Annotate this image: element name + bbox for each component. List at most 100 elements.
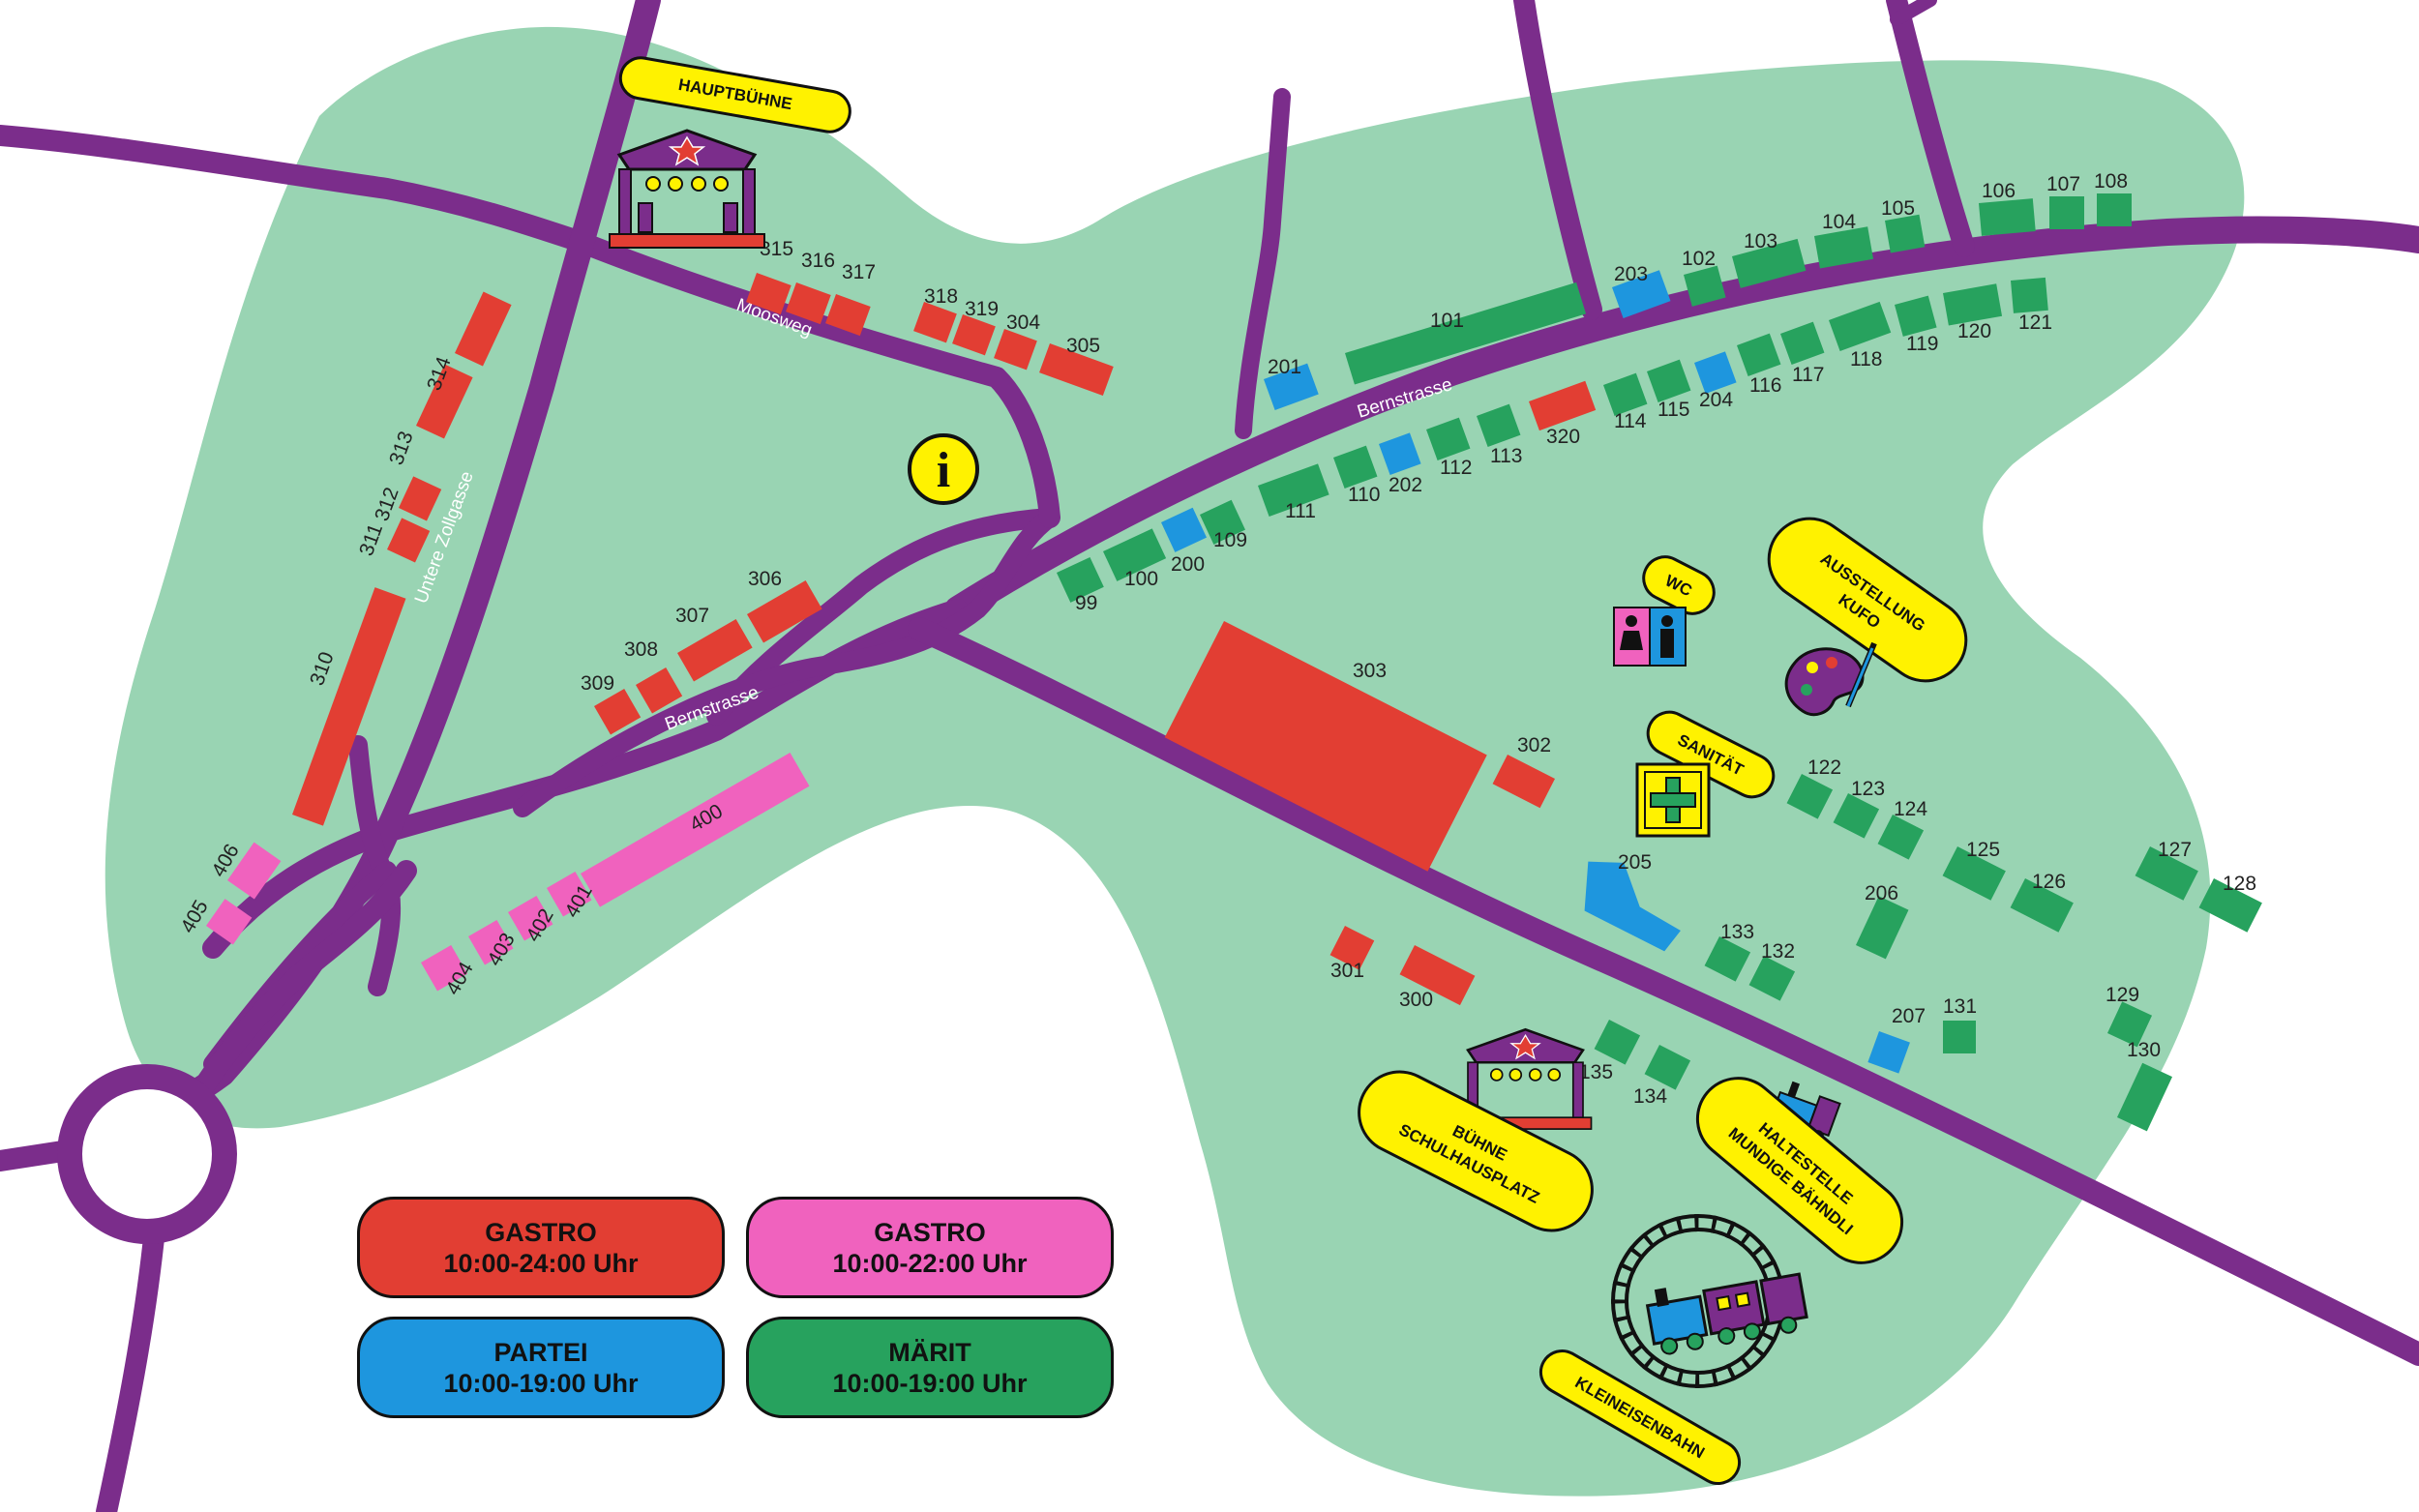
stand-202[interactable] <box>1379 432 1421 475</box>
stand-204[interactable] <box>1694 351 1737 394</box>
stage-schulhausplatz-icon <box>1458 1027 1593 1130</box>
stand-116[interactable] <box>1737 333 1781 376</box>
stand-131[interactable] <box>1943 1021 1976 1053</box>
stand-313[interactable] <box>416 364 473 439</box>
stand-112[interactable] <box>1426 417 1471 460</box>
stand-200[interactable] <box>1161 507 1207 552</box>
stand-121[interactable] <box>2011 277 2048 313</box>
stand-123[interactable] <box>1833 793 1880 839</box>
stand-318[interactable] <box>913 302 957 343</box>
stand-125[interactable] <box>1942 846 2006 901</box>
stand-118[interactable] <box>1829 301 1892 351</box>
stand-316[interactable] <box>786 282 831 325</box>
stand-303[interactable] <box>1164 621 1487 872</box>
stand-105[interactable] <box>1885 214 1926 253</box>
stand-label-207: 207 <box>1892 1005 1926 1027</box>
stand-406[interactable] <box>227 842 282 900</box>
legend-gastro-red-title: GASTRO <box>485 1217 597 1247</box>
stand-315[interactable] <box>746 273 791 315</box>
stand-400[interactable] <box>581 753 810 907</box>
stand-113[interactable] <box>1477 403 1521 447</box>
stand-101[interactable] <box>1345 282 1587 385</box>
stand-201[interactable] <box>1264 363 1319 410</box>
stand-133[interactable] <box>1704 936 1751 982</box>
stand-109[interactable] <box>1200 499 1245 545</box>
stand-403[interactable] <box>468 920 514 965</box>
stand-120[interactable] <box>1943 283 2003 326</box>
stand-310[interactable] <box>292 587 406 826</box>
stand-302[interactable] <box>1492 755 1556 809</box>
road-southwest-3 <box>183 860 417 1113</box>
stand-129[interactable] <box>2107 1001 2153 1048</box>
stand-115[interactable] <box>1647 359 1691 402</box>
stand-308[interactable] <box>636 667 683 714</box>
stand-128[interactable] <box>2198 878 2262 933</box>
stand-label-116: 116 <box>1749 374 1781 397</box>
stand-124[interactable] <box>1877 815 1925 860</box>
stand-label-319: 319 <box>965 298 999 320</box>
stand-110[interactable] <box>1333 445 1378 489</box>
legend-gastro-pink-hours: 10:00-22:00 Uhr <box>832 1248 1028 1278</box>
stand-label-303: 303 <box>1353 660 1387 682</box>
stand-130[interactable] <box>2117 1062 2173 1132</box>
road-north-1 <box>1235 88 1291 439</box>
stand-306[interactable] <box>747 580 822 643</box>
stand-207[interactable] <box>1867 1031 1910 1074</box>
stand-119[interactable] <box>1895 295 1937 337</box>
stand-312[interactable] <box>399 476 442 521</box>
stand-311[interactable] <box>387 518 431 563</box>
stand-203[interactable] <box>1612 270 1671 318</box>
stand-401[interactable] <box>547 872 592 917</box>
stand-317[interactable] <box>825 294 871 337</box>
stand-126[interactable] <box>2010 878 2074 933</box>
palette-icon <box>1784 641 1877 717</box>
stand-label-130: 130 <box>2127 1039 2161 1061</box>
stand-304[interactable] <box>994 329 1037 371</box>
stand-309[interactable] <box>594 689 642 735</box>
stand-206[interactable] <box>1856 896 1909 960</box>
stand-205[interactable] <box>1583 861 1683 952</box>
stand-300[interactable] <box>1399 945 1476 1006</box>
stand-99[interactable] <box>1057 556 1104 603</box>
stand-label-135: 135 <box>1579 1061 1613 1083</box>
stand-100[interactable] <box>1103 528 1167 581</box>
stand-117[interactable] <box>1780 321 1825 365</box>
stand-134[interactable] <box>1644 1045 1691 1090</box>
legend-partei-hours: 10:00-19:00 Uhr <box>443 1368 639 1398</box>
stand-132[interactable] <box>1748 956 1796 1001</box>
stand-114[interactable] <box>1603 372 1648 416</box>
stand-label-99: 99 <box>1075 592 1097 614</box>
stand-305[interactable] <box>1039 343 1114 397</box>
stand-label-203: 203 <box>1614 263 1648 285</box>
stand-label-201: 201 <box>1268 356 1301 378</box>
stand-405[interactable] <box>206 899 253 945</box>
stand-127[interactable] <box>2135 846 2198 901</box>
stand-111[interactable] <box>1258 463 1329 517</box>
stand-104[interactable] <box>1814 226 1874 269</box>
stand-102[interactable] <box>1684 265 1726 307</box>
legend-maerit-title: MÄRIT <box>888 1337 971 1367</box>
stand-135[interactable] <box>1594 1020 1641 1065</box>
stand-label-309: 309 <box>581 672 614 695</box>
road-bernstrasse-loop-lower <box>513 508 1060 817</box>
stand-label-308: 308 <box>624 638 658 661</box>
stand-106[interactable] <box>1979 198 2036 236</box>
stand-301[interactable] <box>1329 926 1375 970</box>
stand-122[interactable] <box>1786 774 1834 819</box>
label-hauptbuehne: HAUPTBÜHNE <box>618 56 851 133</box>
stand-label-102: 102 <box>1682 248 1716 270</box>
stand-label-305: 305 <box>1066 335 1100 357</box>
stand-307[interactable] <box>677 619 753 682</box>
stand-319[interactable] <box>952 314 996 356</box>
stand-320[interactable] <box>1529 380 1597 431</box>
stand-107[interactable] <box>2049 196 2084 229</box>
stand-314[interactable] <box>455 291 512 367</box>
stand-404[interactable] <box>421 945 468 992</box>
stand-label-100: 100 <box>1124 568 1158 590</box>
stand-103[interactable] <box>1732 238 1807 288</box>
stand-402[interactable] <box>508 896 553 941</box>
legend-gastro-pink: GASTRO 10:00-22:00 Uhr <box>746 1197 1114 1298</box>
info-icon[interactable]: i <box>908 433 979 505</box>
stand-108[interactable] <box>2097 193 2132 226</box>
stand-label-118: 118 <box>1850 348 1882 371</box>
